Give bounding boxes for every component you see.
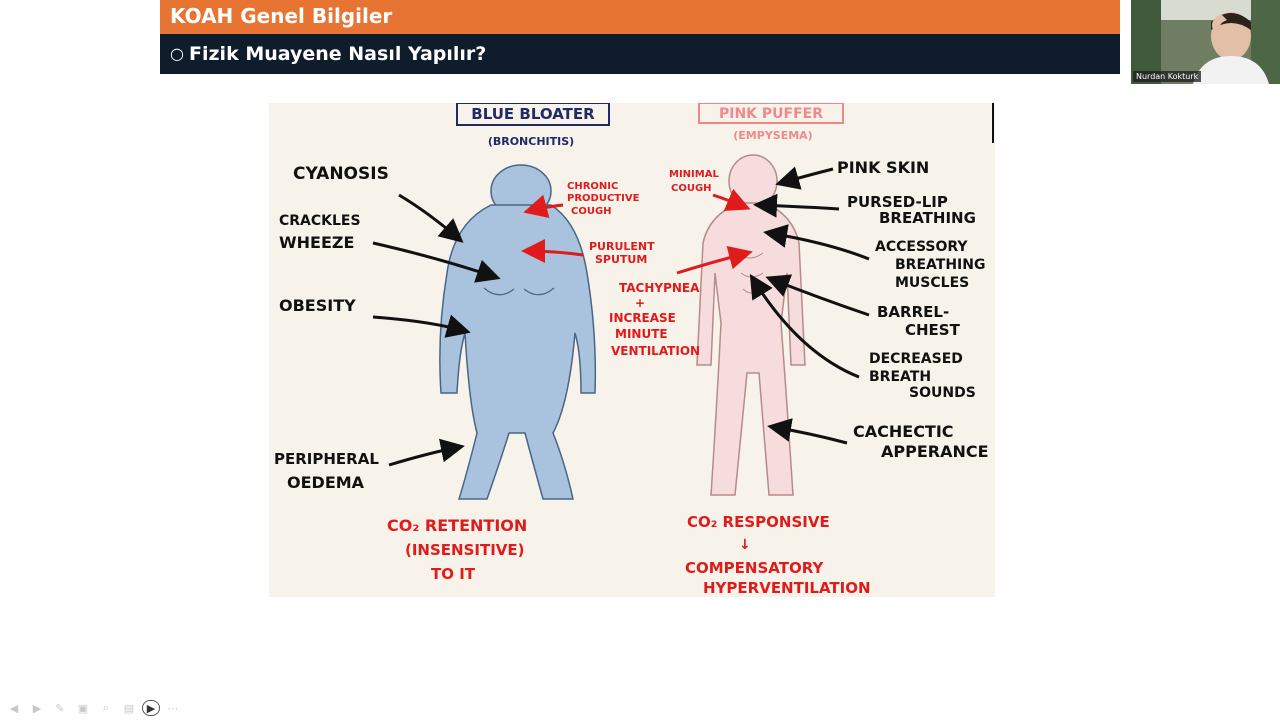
slideshow-toolbar: ◀ ▶ ✎ ▣ ⌕ ▤ ▶ ⋯ (4, 699, 183, 717)
label-minimal-1: MINIMAL (669, 169, 719, 180)
label-tachy-5: VENTILATION (611, 344, 700, 358)
label-pink-skin: PINK SKIN (837, 158, 929, 177)
label-accessory-3: MUSCLES (895, 275, 969, 291)
slide-title-bar: KOAH Genel Bilgiler (160, 0, 1120, 34)
label-chronic-1: CHRONIC (567, 181, 618, 192)
note-arrow-down: ↓ (739, 537, 751, 553)
note-co2-responsive: CO₂ RESPONSIVE (687, 513, 830, 531)
note-insensitive: (INSENSITIVE) (405, 541, 525, 559)
label-crackles: CRACKLES (279, 213, 361, 229)
note-co2-retention: CO₂ RETENTION (387, 516, 527, 535)
label-chronic-2: PRODUCTIVE (567, 193, 640, 204)
label-cachectic-1: CACHECTIC (853, 422, 954, 441)
copd-illustration: BLUE BLOATER (BRONCHITIS) PINK PUFFER (E… (269, 103, 995, 597)
label-oedema: OEDEMA (287, 473, 365, 492)
label-purulent-1: PURULENT (589, 240, 655, 253)
note-to-it: TO IT (431, 565, 476, 583)
prev-icon[interactable]: ◀ (4, 699, 24, 717)
note-compensatory: COMPENSATORY (685, 559, 824, 577)
label-barrel-1: BARREL- (877, 303, 949, 321)
right-heading: PINK PUFFER (719, 106, 823, 122)
slide-subtitle-bar: ○ Fizik Muayene Nasıl Yapılır? (160, 34, 1120, 74)
slide-title: KOAH Genel Bilgiler (170, 4, 392, 28)
label-cachectic-2: APPERANCE (881, 442, 989, 461)
label-chronic-3: COUGH (571, 206, 612, 217)
webcam-thumbnail[interactable]: Nurdan Kokturk (1131, 0, 1280, 84)
more-icon[interactable]: ⋯ (163, 699, 183, 717)
label-decreased-2: BREATH (869, 369, 931, 385)
subtitles-icon[interactable]: ▤ (119, 699, 139, 717)
pen-icon[interactable]: ✎ (50, 699, 70, 717)
blue-bloater-pink-puffer-diagram: BLUE BLOATER (BRONCHITIS) PINK PUFFER (E… (269, 103, 995, 597)
label-wheeze: WHEEZE (279, 233, 354, 252)
label-minimal-2: COUGH (671, 183, 712, 194)
bullet-icon: ○ (170, 44, 184, 63)
participant-name: Nurdan Kokturk (1133, 71, 1201, 82)
label-tachy-2: + (635, 296, 645, 310)
label-peripheral: PERIPHERAL (274, 450, 379, 468)
label-decreased-1: DECREASED (869, 351, 963, 367)
label-barrel-2: CHEST (905, 321, 961, 339)
slides-icon[interactable]: ▣ (73, 699, 93, 717)
note-hyperventilation: HYPERVENTILATION (703, 579, 871, 597)
label-decreased-3: SOUNDS (909, 385, 976, 401)
slide-subtitle: Fizik Muayene Nasıl Yapılır? (189, 43, 486, 65)
next-icon[interactable]: ▶ (27, 699, 47, 717)
label-tachy-1: TACHYPNEA (619, 281, 700, 295)
left-subheading: (BRONCHITIS) (488, 135, 574, 148)
label-obesity: OBESITY (279, 296, 356, 315)
camera-icon[interactable]: ▶ (142, 700, 160, 716)
zoom-icon[interactable]: ⌕ (96, 699, 116, 717)
label-pursed-2: BREATHING (879, 209, 976, 227)
label-accessory-2: BREATHING (895, 257, 985, 273)
label-accessory-1: ACCESSORY (875, 239, 968, 255)
right-subheading: (EMPYSEMA) (733, 129, 812, 142)
label-purulent-2: SPUTUM (595, 253, 647, 266)
label-tachy-3: INCREASE (609, 311, 676, 325)
label-tachy-4: MINUTE (615, 327, 668, 341)
left-heading: BLUE BLOATER (471, 105, 595, 123)
label-cyanosis: CYANOSIS (293, 164, 389, 184)
